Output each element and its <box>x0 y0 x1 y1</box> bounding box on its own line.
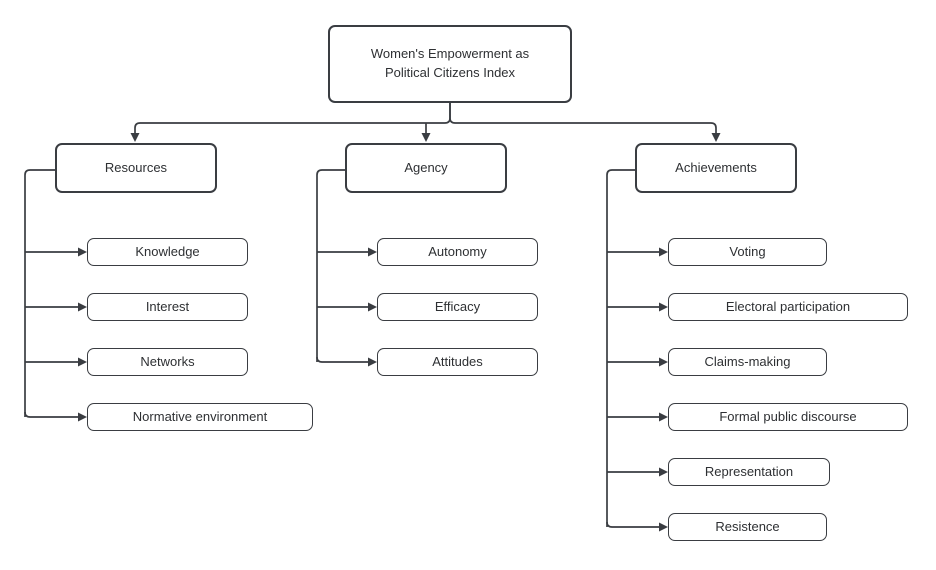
node-normative-environment: Normative environment <box>87 403 313 431</box>
node-knowledge: Knowledge <box>87 238 248 266</box>
node-achievements: Achievements <box>635 143 797 193</box>
connector-achievements-resistence <box>606 521 668 532</box>
connector-agency-attitudes <box>316 356 377 367</box>
node-agency: Agency <box>345 143 507 193</box>
node-efficacy: Efficacy <box>377 293 538 321</box>
node-interest: Interest <box>87 293 248 321</box>
node-formal-public-discourse: Formal public discourse <box>668 403 908 431</box>
connector-root-to-achievements <box>449 103 721 142</box>
connector-achievements-spine <box>606 169 635 527</box>
node-resistence: Resistence <box>668 513 827 541</box>
node-root: Women's Empowerment as Political Citizen… <box>328 25 572 103</box>
connector-resources-spine <box>24 169 55 417</box>
connector-agency-spine <box>316 169 345 362</box>
node-representation: Representation <box>668 458 830 486</box>
connector-root-to-resources <box>130 103 451 142</box>
connector-resources-normative <box>24 411 87 422</box>
node-autonomy: Autonomy <box>377 238 538 266</box>
node-claims-making: Claims-making <box>668 348 827 376</box>
node-networks: Networks <box>87 348 248 376</box>
node-resources: Resources <box>55 143 217 193</box>
node-electoral-participation: Electoral participation <box>668 293 908 321</box>
node-attitudes: Attitudes <box>377 348 538 376</box>
node-voting: Voting <box>668 238 827 266</box>
